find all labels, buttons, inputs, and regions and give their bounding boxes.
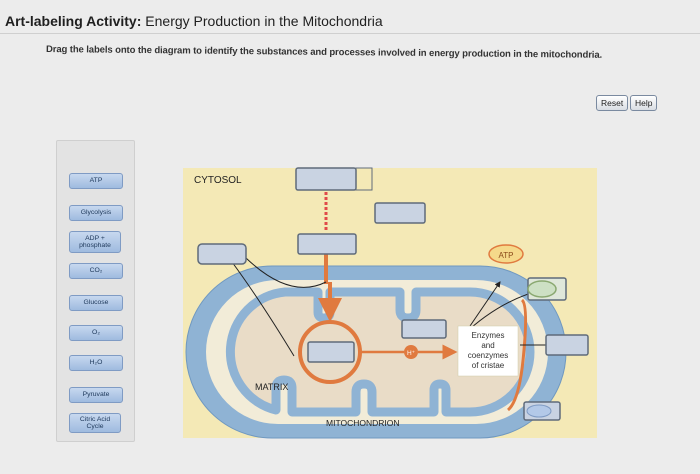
atp-text: ATP xyxy=(499,251,514,260)
help-button[interactable]: Help xyxy=(630,95,658,111)
mitochondrion-label: MITOCHONDRION xyxy=(326,418,400,428)
atp-badge xyxy=(488,244,524,264)
oxygen-molecule-icon xyxy=(527,280,557,298)
h-ion-text: H⁺ xyxy=(407,350,416,357)
water-molecule-icon xyxy=(526,404,552,418)
label-bank: ATP Glycolysis ADP + phosphate CO₂ Gluco… xyxy=(56,140,135,442)
label-pyruvate[interactable]: Pyruvate xyxy=(69,387,123,403)
enzymes-line-2: and xyxy=(481,341,494,350)
enzymes-textbox xyxy=(457,325,519,377)
page-title: Art-labeling Activity: Energy Production… xyxy=(5,13,383,29)
pointer-line-1 xyxy=(231,261,295,357)
cytosol-label: CYTOSOL xyxy=(194,175,242,186)
drop-zone-2[interactable] xyxy=(374,202,426,224)
reset-button[interactable]: Reset xyxy=(596,95,629,111)
label-adp-phosphate[interactable]: ADP + phosphate xyxy=(69,231,121,253)
enzymes-line-1: Enzymes xyxy=(472,331,505,340)
label-atp[interactable]: ATP xyxy=(69,173,123,189)
drop-zone-3[interactable] xyxy=(297,233,357,255)
atp-pointer xyxy=(469,281,501,327)
etc-arc xyxy=(506,298,528,412)
label-co2[interactable]: CO₂ xyxy=(69,263,123,279)
label-glycolysis[interactable]: Glycolysis xyxy=(69,205,123,221)
label-citric-acid-cycle[interactable]: Citric Acid Cycle xyxy=(69,413,121,433)
drop-zone-6[interactable] xyxy=(307,341,355,363)
drop-zone-4[interactable] xyxy=(197,243,247,265)
label-o2[interactable]: O₂ xyxy=(69,325,123,341)
label-glucose[interactable]: Glucose xyxy=(69,295,123,311)
drop-zone-8[interactable] xyxy=(545,334,589,356)
pointer-line-2 xyxy=(245,257,327,288)
drop-zone-5[interactable] xyxy=(401,319,447,339)
enzymes-line-3: coenzymes xyxy=(468,351,508,360)
label-h2o[interactable]: H₂O xyxy=(69,355,123,371)
matrix-label: MATRIX xyxy=(255,382,288,392)
h-ion-badge xyxy=(404,345,418,359)
header-divider xyxy=(0,33,700,34)
drop-zone-1[interactable] xyxy=(295,167,357,191)
drop-zone-1-tab xyxy=(355,167,373,191)
enzymes-line-4: of cristae xyxy=(472,361,505,370)
